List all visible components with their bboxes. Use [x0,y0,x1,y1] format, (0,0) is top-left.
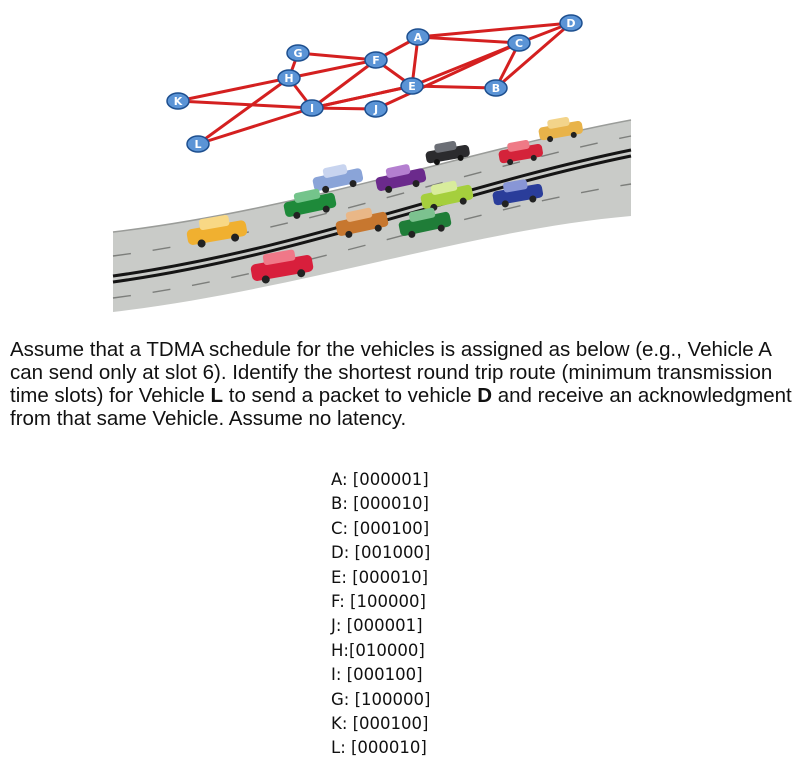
node-e: E [400,77,424,95]
car-red-top [498,140,543,166]
node-label: I [310,102,314,115]
schedule-entry: J: [000001] [331,616,423,636]
node-b: B [484,79,508,97]
node-d: D [559,14,583,32]
highway-illustration [112,117,632,312]
node-label: L [194,138,201,151]
schedule-entry: I: [000100] [331,665,423,685]
edge-h-k [176,76,291,103]
node-j: J [364,100,388,118]
schedule-entry: D: [001000] [331,543,431,563]
destination-vehicle: D [477,384,492,407]
edge-h-l [196,76,291,146]
node-label: J [373,103,378,116]
node-label: F [372,54,380,67]
question-part-2: to send a packet to vehicle [223,384,478,407]
node-marker [364,100,388,118]
schedule-entry: E: [000010] [331,567,429,587]
edge-f-i [310,58,378,110]
edge-e-b [410,84,498,90]
car-navy [492,179,544,208]
question-part-3: and receive an acknowledgment from that … [10,384,792,430]
car-red-bottom [250,249,314,284]
node-marker [406,28,430,46]
schedule-entry: A: [000001] [331,470,429,489]
node-label: D [566,17,575,30]
edge-i-e [310,84,414,110]
node-marker [400,77,424,95]
car-gold-right [538,117,583,143]
schedule-entry: K: [000100] [331,714,429,734]
node-label: E [408,80,416,93]
node-label: K [174,95,183,108]
car-green-mid [398,207,452,238]
node-marker [166,92,190,110]
car-black [425,141,470,166]
schedule-entry: F: [100000] [331,592,426,612]
schedule-entry: H:[010000] [331,640,425,660]
schedule-entry: G: [100000] [331,689,431,709]
node-i: I [300,99,324,117]
edge-a-d [416,21,573,39]
node-label: C [515,37,523,50]
node-label: A [414,31,423,44]
node-marker [559,14,583,32]
question-part-1: Assume that a TDMA schedule for the vehi… [10,338,773,407]
schedule-entry: C: [000100] [331,518,430,538]
car-green-dark [283,188,337,219]
car-orange [335,207,389,238]
edge-f-g [296,51,378,62]
schedule-entry: B: [000010] [331,494,429,514]
car-yellow-left [186,214,248,248]
edge-i-l [196,106,314,146]
node-marker [507,34,531,52]
edge-d-b [494,21,573,90]
node-marker [300,99,324,117]
car-purple [375,164,427,193]
node-label: G [293,47,302,60]
node-marker [364,51,388,69]
node-a: A [406,28,430,46]
node-marker [286,44,310,62]
question-text: Assume that a TDMA schedule for the vehi… [10,338,805,430]
edge-f-h [287,58,378,80]
node-l: L [186,135,210,153]
node-marker [484,79,508,97]
node-h: H [277,69,301,87]
node-k: K [166,92,190,110]
node-label: B [492,82,500,95]
vehicle-network-figure: A B C D E F GH I J K L [112,14,632,312]
edge-a-c [416,35,521,45]
tdma-schedule-list: A: [000001] B: [000010] C: [000100] D: [… [331,468,591,761]
node-label: H [284,72,293,85]
node-g: G [286,44,310,62]
network-nodes: A B C D E F GH I J K L [166,14,583,153]
node-marker [277,69,301,87]
source-vehicle: L [210,384,224,407]
node-marker [186,135,210,153]
node-f: F [364,51,388,69]
edge-k-i [176,99,314,110]
schedule-entry: L: [000010] [331,738,427,758]
car-blue-light [312,164,364,193]
node-c: C [507,34,531,52]
edge-c-j [374,41,521,111]
